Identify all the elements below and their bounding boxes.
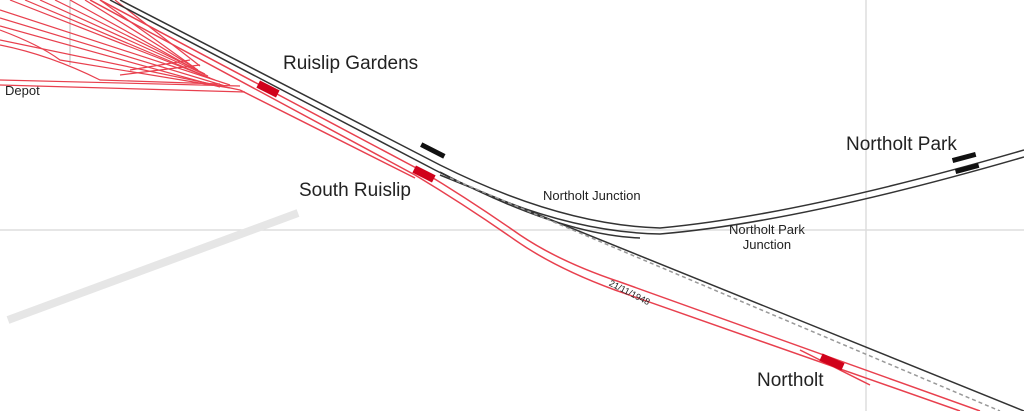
mainline-tracks [109,0,1024,411]
platform-south-ruislip-red [412,165,436,183]
platform-northolt [819,353,845,371]
station-label-ruislip-gardens: Ruislip Gardens [283,53,419,74]
station-label-northolt-park: Northolt Park [846,134,957,155]
station-label-northolt: Northolt [757,370,824,391]
junction-label-line1: Northolt Park [729,222,805,237]
platform-south-ruislip-black [420,142,446,159]
disused-alignment [6,209,300,324]
junction-label-northolt: Northolt Junction [543,188,641,203]
junction-label-line2: Junction [742,237,792,252]
platform-northolt-park-1 [951,151,977,164]
depot-label: Depot [5,83,40,98]
platform-northolt-park-2 [954,162,980,175]
underground-tracks [89,0,981,411]
platform-ruislip-gardens [256,80,280,98]
junction-label-northolt-park: Northolt Park Junction [729,222,805,252]
station-label-south-ruislip: South Ruislip [299,180,411,201]
depot-sidings [0,0,246,93]
